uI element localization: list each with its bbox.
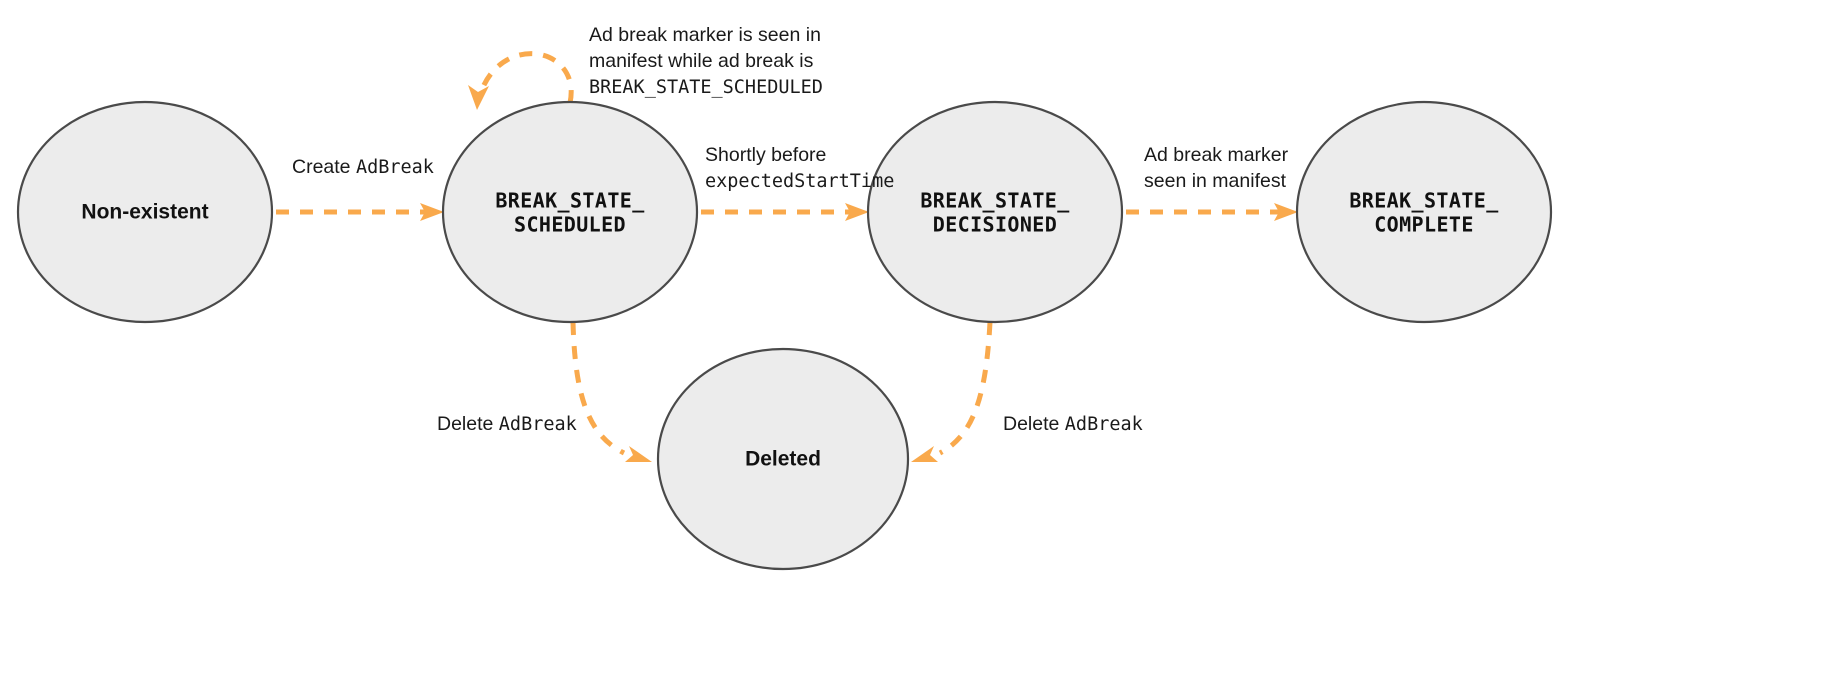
state-node-break-state-decisioned-shape[interactable] [866,100,1124,324]
state-node-break-state-complete-label-line1: BREAK_STATE_ [1349,189,1499,213]
edge-decisioned-to-deleted-line [938,321,993,456]
edge-label-decisioned-to-complete-line2: seen in manifest [1144,170,1287,192]
edge-label-scheduled-to-decisioned-line1: Shortly before [705,144,826,166]
edge-label-decisioned-to-deleted: Delete AdBreak [1003,413,1143,435]
edge-label-scheduled-self-loop-line1: Ad break marker is seen in [589,24,821,46]
edge-scheduled-to-deleted-arrowhead [625,446,652,462]
state-node-non-existent-shape[interactable] [16,100,274,324]
state-node-break-state-scheduled-label-line1: BREAK_STATE_ [495,189,645,213]
state-node-deleted[interactable]: Deleted [656,347,910,571]
edge-scheduled-to-decisioned-arrowhead [845,203,869,221]
edge-label-scheduled-to-deleted: Delete AdBreak [437,413,577,435]
edge-label-scheduled-self-loop-line3: BREAK_STATE_SCHEDULED [589,77,823,98]
edge-label-scheduled-to-decisioned-line2: expectedStartTime [705,171,894,192]
state-node-deleted-label: Deleted [745,448,821,471]
state-node-break-state-decisioned-label-line2: DECISIONED [933,213,1057,237]
state-node-break-state-scheduled[interactable]: BREAK_STATE_ SCHEDULED [441,100,699,324]
state-node-break-state-scheduled-label-line2: SCHEDULED [514,213,626,237]
edge-label-scheduled-self-loop-line2: manifest while ad break is [589,50,814,72]
edge-label-scheduled-to-decisioned: Shortly before expectedStartTime [705,144,894,192]
edge-label-scheduled-to-deleted-text: Delete AdBreak [437,413,577,435]
state-node-break-state-decisioned[interactable]: BREAK_STATE_ DECISIONED [866,100,1124,324]
state-node-break-state-complete-shape[interactable] [1295,100,1553,324]
state-node-deleted-shape[interactable] [656,347,910,571]
state-node-break-state-decisioned-label-line1: BREAK_STATE_ [920,189,1070,213]
edge-label-decisioned-to-complete: Ad break marker seen in manifest [1144,144,1289,192]
state-node-break-state-complete-label-line2: COMPLETE [1374,213,1474,237]
edge-label-decisioned-to-deleted-part-plain: Delete [1003,413,1065,435]
edge-label-scheduled-self-loop: Ad break marker is seen in manifest whil… [589,24,823,98]
state-node-non-existent[interactable]: Non-existent [16,100,274,324]
edge-label-create-adbreak-part-plain: Create [292,156,356,178]
edge-label-create-adbreak-part-mono: AdBreak [356,157,434,178]
edge-decisioned-to-complete-arrowhead [1274,203,1298,221]
edge-label-decisioned-to-complete-line1: Ad break marker [1144,144,1289,166]
edge-label-create-adbreak: Create AdBreak [292,156,434,178]
edge-scheduled-to-decisioned [701,203,869,221]
edge-scheduled-self-loop-arrowhead [468,85,489,110]
edge-scheduled-to-deleted [570,321,652,462]
edge-label-decisioned-to-deleted-part-mono: AdBreak [1065,414,1143,435]
edge-create-adbreak-arrowhead [420,203,444,221]
edge-scheduled-to-deleted-line [570,321,626,456]
state-node-non-existent-label: Non-existent [81,201,208,224]
state-node-break-state-scheduled-shape[interactable] [441,100,699,324]
edge-label-scheduled-to-deleted-part-mono: AdBreak [499,414,577,435]
edge-label-decisioned-to-deleted-text: Delete AdBreak [1003,413,1143,435]
edge-create-adbreak [276,203,444,221]
edge-label-create-adbreak-text: Create AdBreak [292,156,434,178]
state-node-break-state-complete[interactable]: BREAK_STATE_ COMPLETE [1295,100,1553,324]
edge-scheduled-self-loop [468,51,574,110]
edge-scheduled-self-loop-line [477,51,574,104]
edge-label-scheduled-to-deleted-part-plain: Delete [437,413,499,435]
edge-decisioned-to-complete [1126,203,1298,221]
edge-decisioned-to-deleted [911,321,993,462]
edge-decisioned-to-deleted-arrowhead [911,446,938,462]
